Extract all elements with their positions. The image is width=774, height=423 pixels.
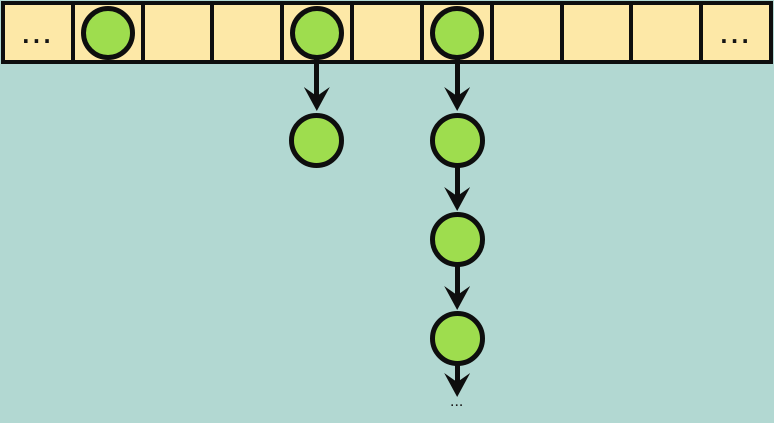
array-cell-9: [633, 5, 704, 60]
array-cell-5: [354, 5, 424, 60]
arrow-head-icon: [444, 187, 471, 211]
arrow-shaft: [454, 364, 460, 385]
bucket-array: ......: [1, 1, 773, 64]
arrow-shaft: [454, 265, 460, 298]
chain-0-node-0: [289, 112, 345, 168]
chain-0-link-arrow: [303, 57, 330, 111]
arrow-head-icon: [444, 87, 471, 111]
bucket-node-circle: [80, 5, 135, 60]
array-cell-0: ...: [5, 5, 75, 60]
chain-1-link-arrow: [444, 265, 471, 310]
array-cell-7: [493, 5, 564, 60]
array-cell-2: [144, 5, 215, 60]
arrow-head-icon: [444, 373, 471, 397]
chain-1-node-0: [429, 112, 485, 168]
bucket-node-circle: [429, 5, 484, 60]
array-cell-1: [74, 5, 145, 60]
chain-1-node-2: [429, 310, 485, 366]
array-cell-3: [214, 5, 285, 60]
array-ellipsis-label: ...: [720, 24, 752, 48]
arrow-head-icon: [444, 286, 471, 310]
chain-1-continuation-label: ...: [450, 399, 464, 409]
array-ellipsis-label: ...: [22, 24, 54, 48]
chain-1-link-arrow: [444, 57, 471, 111]
array-cell-6: [423, 5, 494, 60]
chain-1-continuation-arrow: [444, 364, 471, 397]
array-cell-10: ...: [703, 5, 769, 60]
array-cell-4: [284, 5, 355, 60]
arrow-head-icon: [303, 87, 330, 111]
array-cell-8: [563, 5, 634, 60]
chain-1-link-arrow: [444, 166, 471, 211]
arrow-shaft: [454, 166, 460, 199]
bucket-node-circle: [290, 5, 345, 60]
chain-1-node-1: [429, 211, 485, 267]
